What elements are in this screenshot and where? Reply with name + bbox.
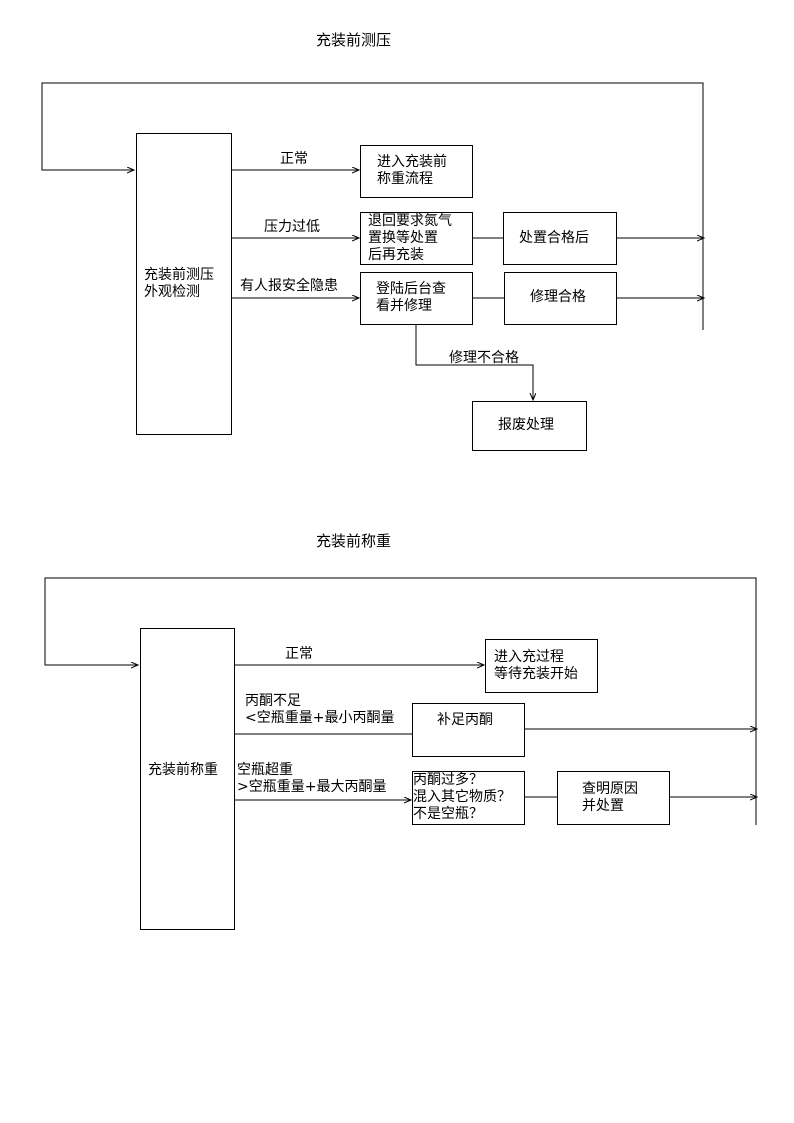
- section2-main-box-text: 充装前称重: [148, 762, 218, 778]
- box-investigate-text: 查明原因 并处置: [582, 781, 638, 814]
- box-enter-filling-text: 进入充过程 等待充装开始: [494, 649, 578, 682]
- box-acetone-excess: 丙酮过多？ 混入其它物质？ 不是空瓶？: [412, 771, 525, 825]
- box-handled-ok: 处置合格后: [503, 212, 617, 265]
- box-enter-filling: 进入充过程 等待充装开始: [485, 639, 598, 693]
- label-acetone-low: 丙酮不足 <空瓶重量+最小丙酮量: [245, 693, 395, 726]
- box-repair-ok-text: 修理合格: [530, 289, 586, 305]
- box-return-nitrogen: 退回要求氮气 置换等处置 后再充装: [360, 212, 473, 265]
- arrow-repair-fail: [415, 324, 533, 400]
- box-enter-weighing: 进入充装前 称重流程: [360, 145, 473, 198]
- box-investigate: 查明原因 并处置: [557, 771, 670, 825]
- section2-title: 充装前称重: [316, 532, 392, 550]
- label-overweight: 空瓶超重 >空瓶重量+最大丙酮量: [237, 762, 387, 795]
- label-repair-fail: 修理不合格: [449, 350, 519, 366]
- box-enter-weighing-text: 进入充装前 称重流程: [377, 154, 447, 187]
- box-return-nitrogen-text: 退回要求氮气 置换等处置 后再充装: [368, 213, 452, 263]
- section1-main-box-text: 充装前测压 外观检测: [144, 267, 214, 300]
- label-normal-2: 正常: [285, 646, 313, 662]
- box-acetone-excess-text: 丙酮过多？ 混入其它物质？ 不是空瓶？: [413, 772, 511, 822]
- label-low-pressure: 压力过低: [264, 219, 320, 235]
- box-scrap-text: 报废处理: [498, 417, 554, 433]
- feedback-loop-1: [41, 82, 704, 330]
- box-refill-acetone-text: 补足丙酮: [437, 712, 493, 728]
- section2-main-box: 充装前称重: [140, 628, 235, 930]
- section1-title: 充装前测压: [316, 31, 392, 49]
- box-login-repair: 登陆后台查 看并修理: [360, 272, 473, 325]
- box-scrap: 报废处理: [472, 401, 587, 451]
- box-handled-ok-text: 处置合格后: [519, 230, 589, 246]
- box-login-repair-text: 登陆后台查 看并修理: [376, 281, 446, 314]
- label-safety-hazard: 有人报安全隐患: [240, 278, 338, 294]
- feedback-loop-2: [44, 577, 757, 825]
- box-refill-acetone: 补足丙酮: [412, 703, 525, 757]
- box-repair-ok: 修理合格: [504, 272, 617, 325]
- section1-main-box: 充装前测压 外观检测: [136, 133, 232, 435]
- label-normal-1: 正常: [280, 151, 308, 167]
